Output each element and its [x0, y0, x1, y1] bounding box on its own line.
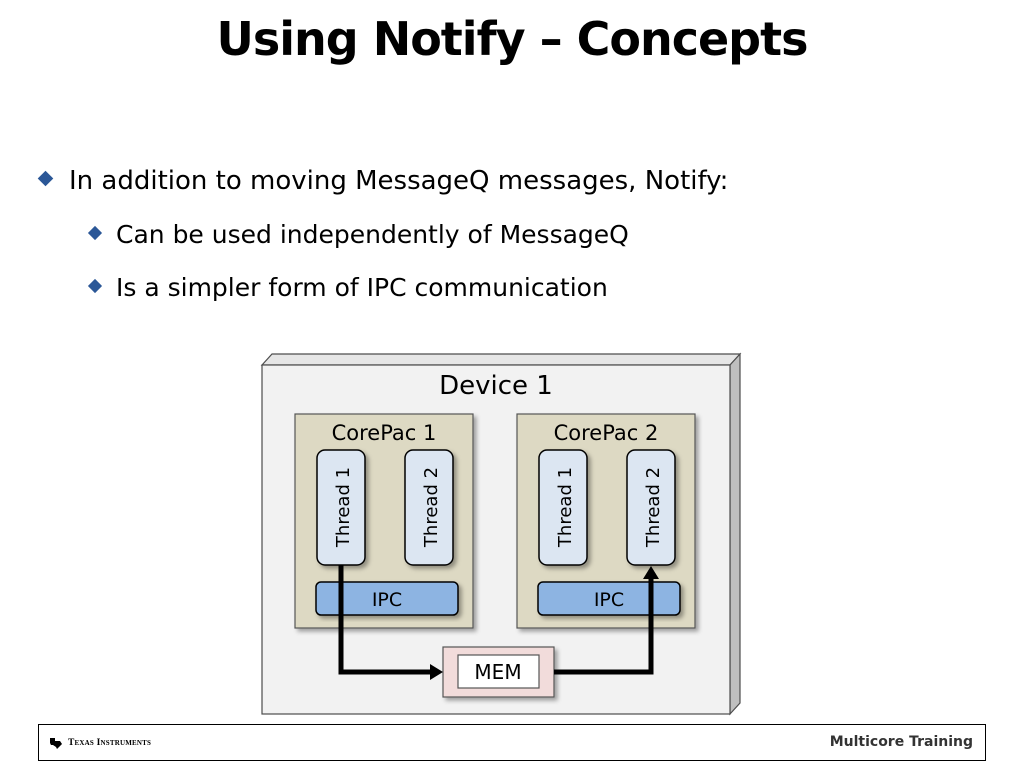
corepac-2-thread-2-label: Thread 2: [643, 467, 664, 548]
device-label: Device 1: [439, 371, 553, 401]
bullet-level2: Is a simpler form of IPC communication: [87, 273, 608, 302]
corepac-2-thread-1-label: Thread 1: [555, 467, 576, 548]
memory-block: MEM: [442, 646, 555, 698]
ti-logo: Texas Instruments: [49, 735, 151, 751]
slide-title: Using Notify – Concepts: [216, 12, 809, 66]
bullet-text: Is a simpler form of IPC communication: [116, 273, 608, 302]
corepac-1-thread-1-label: Thread 1: [333, 467, 354, 548]
corepac-2-ipc-label: IPC: [594, 589, 624, 611]
corepac-2-thread-1: [538, 449, 588, 566]
bullet-level2: Can be used independently of MessageQ: [87, 220, 629, 249]
corepac-1-label: CorePac 1: [332, 421, 437, 445]
corepac-1-ipc: [315, 581, 459, 616]
bullet-text: Can be used independently of MessageQ: [116, 220, 629, 249]
bullet-text: In addition to moving MessageQ messages,…: [69, 166, 729, 196]
arrow-mem-to-thread2: [554, 575, 654, 675]
corepac-1: CorePac 1 Thread 1 Thread 2 IPC: [294, 413, 474, 629]
corepac-2-label: CorePac 2: [554, 421, 659, 445]
corepac-1-thread-2-label: Thread 2: [421, 467, 442, 548]
arrow-head-to-thread2: [643, 566, 659, 579]
bullet-level1: In addition to moving MessageQ messages,…: [37, 166, 729, 196]
footer-bar: Texas Instruments Multicore Training: [38, 724, 986, 761]
footer-course-label: Multicore Training: [829, 734, 973, 750]
texas-state-icon: [50, 738, 62, 749]
ti-logo-text: Texas Instruments: [68, 738, 152, 748]
arrow-thread1-to-mem: [338, 565, 434, 675]
memory-inner: [457, 654, 540, 689]
corepac-2-ipc: [537, 581, 681, 616]
corepac-1-ipc-label: IPC: [372, 589, 402, 611]
memory-label: MEM: [474, 660, 521, 684]
arrow-head-to-mem: [430, 664, 443, 680]
corepac-1-thread-2: [404, 449, 454, 566]
corepac-2-thread-2: [626, 449, 676, 566]
corepac-2: CorePac 2 Thread 1 Thread 2 IPC: [516, 413, 696, 629]
